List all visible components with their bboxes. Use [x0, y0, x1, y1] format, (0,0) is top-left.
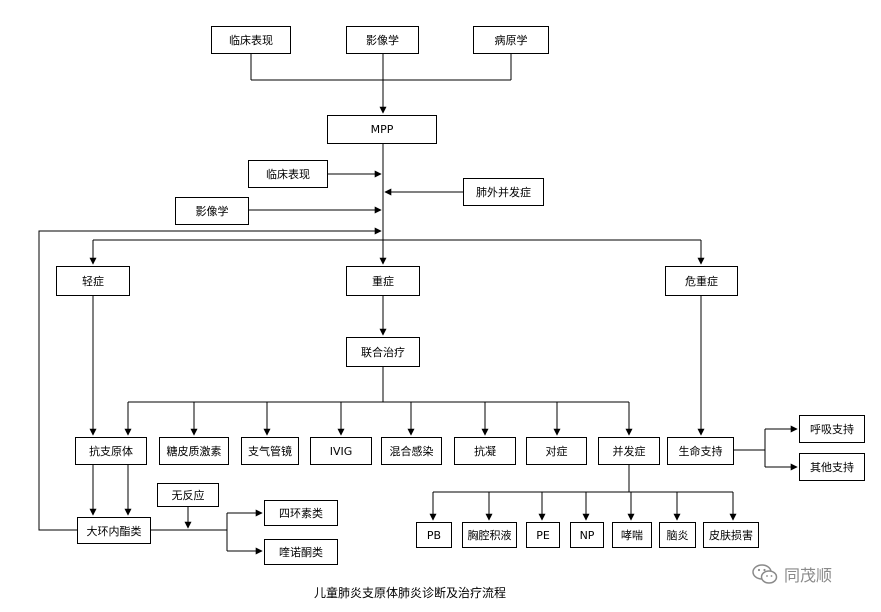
diagram-caption: 儿童肺炎支原体肺炎诊断及治疗流程: [313, 586, 506, 600]
node-treatment-anticoagulation: 抗凝: [454, 437, 516, 465]
node-etiology-top: 病原学: [473, 26, 549, 54]
node-severe: 重症: [346, 266, 420, 296]
node-complication-asthma: 哮喘: [612, 522, 652, 548]
node-tetracycline: 四环素类: [264, 500, 338, 526]
node-treatment-ivig: IVIG: [310, 437, 372, 465]
watermark: 同茂顺: [752, 562, 832, 586]
node-treatment-symptomatic: 对症: [526, 437, 587, 465]
node-treatment-glucocorticoid: 糖皮质激素: [159, 437, 229, 465]
node-complication-pb: PB: [416, 522, 452, 548]
node-combined-therapy: 联合治疗: [346, 337, 420, 367]
node-complication-pe: PE: [526, 522, 560, 548]
node-clinical-top: 临床表现: [211, 26, 291, 54]
node-treatment-complications: 并发症: [598, 437, 660, 465]
node-complication-pleural-effusion: 胸腔积液: [462, 522, 517, 548]
node-extrapulmonary: 肺外并发症: [463, 178, 544, 206]
node-mild: 轻症: [56, 266, 130, 296]
node-imaging-top: 影像学: [346, 26, 419, 54]
node-respiratory-support: 呼吸支持: [799, 415, 865, 443]
node-complication-encephalitis: 脑炎: [659, 522, 696, 548]
node-mpp: MPP: [327, 115, 437, 144]
node-treatment-bronchoscopy: 支气管镜: [241, 437, 299, 465]
node-complication-np: NP: [570, 522, 604, 548]
node-treatment-mixed-infection: 混合感染: [381, 437, 442, 465]
node-treatment-anti-mycoplasma: 抗支原体: [75, 437, 147, 465]
node-critical: 危重症: [665, 266, 738, 296]
node-clinical-input: 临床表现: [248, 160, 328, 188]
node-macrolide: 大环内酯类: [77, 517, 151, 544]
node-no-response: 无反应: [157, 483, 219, 507]
node-complication-skin-lesion: 皮肤损害: [703, 522, 759, 548]
watermark-text: 同茂顺: [784, 566, 833, 585]
node-imaging-input: 影像学: [175, 197, 249, 225]
node-life-support: 生命支持: [667, 437, 734, 465]
node-quinolone: 喹诺酮类: [264, 539, 338, 565]
wechat-icon: [752, 564, 778, 584]
node-other-support: 其他支持: [799, 453, 865, 481]
